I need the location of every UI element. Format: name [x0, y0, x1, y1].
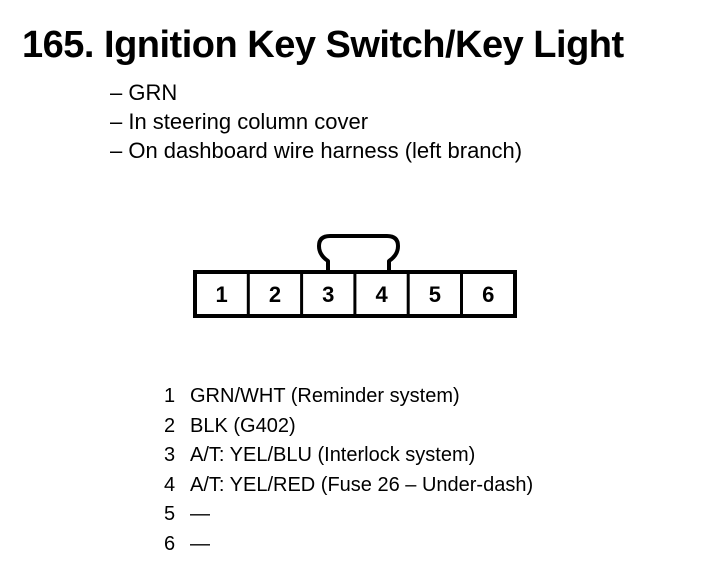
pin-number: 4	[164, 473, 176, 496]
connector-pin-2: 2	[269, 282, 281, 307]
connector-notes: – GRN – In steering column cover – On da…	[110, 78, 522, 165]
note-location: – In steering column cover	[110, 109, 369, 134]
connector-pin-4: 4	[375, 282, 388, 307]
pin-description: BLK (G402)	[190, 414, 296, 437]
list-item: 6 —	[164, 530, 533, 560]
connector-pin-5: 5	[429, 282, 441, 307]
pin-number: 5	[164, 503, 176, 525]
connector-pin-6: 6	[482, 282, 494, 307]
page-title: 165. Ignition Key Switch/Key Light	[22, 24, 624, 66]
connector-pin-1: 1	[215, 282, 227, 307]
pin-number: 2	[164, 414, 176, 437]
pin-assignment-list: 1 GRN/WHT (Reminder system) 2 BLK (G402)…	[164, 382, 533, 559]
pin-description: GRN/WHT (Reminder system)	[190, 385, 460, 407]
note-harness: – On dashboard wire harness (left branch…	[110, 138, 523, 163]
list-item: 1 GRN/WHT (Reminder system)	[164, 382, 533, 412]
list-item: 4 A/T: YEL/RED (Fuse 26 – Under-dash)	[164, 471, 533, 501]
connector-pin-3: 3	[322, 282, 334, 307]
list-item: 5 —	[164, 500, 533, 530]
pin-description: —	[190, 532, 210, 555]
note-color: – GRN	[110, 80, 178, 105]
pin-number: 6	[164, 532, 176, 555]
pin-number: 3	[164, 444, 176, 466]
list-item: 2 BLK (G402)	[164, 412, 533, 442]
connector-locking-tab	[317, 234, 400, 271]
list-item: 3 A/T: YEL/BLU (Interlock system)	[164, 441, 533, 471]
pin-description: —	[190, 503, 210, 525]
pin-number: 1	[164, 385, 176, 407]
pin-description: A/T: YEL/BLU (Interlock system)	[190, 444, 476, 466]
pin-description: A/T: YEL/RED (Fuse 26 – Under-dash)	[190, 473, 534, 496]
